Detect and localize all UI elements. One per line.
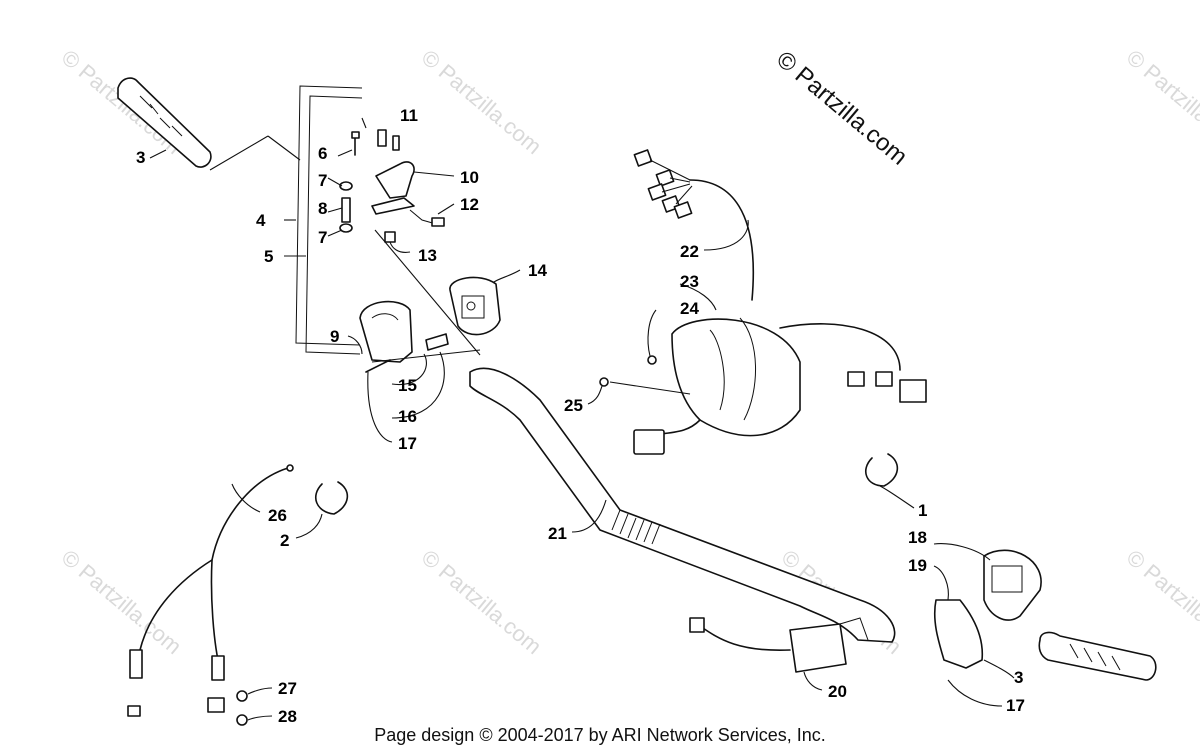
callout-2: 2 <box>280 531 289 550</box>
handlebar <box>469 367 896 643</box>
left-grip <box>117 77 301 171</box>
throttle-assembly <box>339 129 445 243</box>
callout-9: 9 <box>330 327 339 346</box>
callout-17: 17 <box>1006 696 1025 715</box>
callout-12: 12 <box>460 195 479 214</box>
callout-10: 10 <box>460 168 479 187</box>
brand-text: © Partzilla.com <box>771 46 912 171</box>
wiring-harness <box>633 149 754 301</box>
callout-28: 28 <box>278 707 297 726</box>
callout-3: 3 <box>136 148 145 167</box>
throttle-cable <box>127 464 294 726</box>
callout-23: 23 <box>680 272 699 291</box>
callout-8: 8 <box>318 199 327 218</box>
callout-13: 13 <box>418 246 437 265</box>
callout-16: 16 <box>398 407 417 426</box>
callout-11: 11 <box>400 106 418 125</box>
callout-3: 3 <box>1014 668 1023 687</box>
right-switch <box>933 549 1042 669</box>
callout-1: 1 <box>918 501 927 520</box>
watermark: © Partzilla.com <box>417 45 547 159</box>
watermark: © Partzilla.com <box>57 545 187 659</box>
heater-pad <box>689 617 869 673</box>
callout-26: 26 <box>268 506 287 525</box>
callout-20: 20 <box>828 682 847 701</box>
watermark: © Partzilla.com <box>1122 545 1200 659</box>
callout-14: 14 <box>528 261 547 280</box>
bracket-lines <box>295 85 363 355</box>
leader-lines <box>149 117 1015 721</box>
callout-6: 6 <box>318 144 327 163</box>
callout-19: 19 <box>908 556 927 575</box>
callouts: 1 2 3 3 4 5 6 7 7 8 9 10 11 12 13 14 15 … <box>136 106 1025 726</box>
watermark: © Partzilla.com <box>417 545 547 659</box>
callout-7: 7 <box>318 228 327 247</box>
callout-22: 22 <box>680 242 699 261</box>
callout-18: 18 <box>908 528 927 547</box>
right-grip <box>1038 631 1157 681</box>
callout-24: 24 <box>680 299 699 318</box>
callout-17: 17 <box>398 434 417 453</box>
callout-7: 7 <box>318 171 327 190</box>
callout-4: 4 <box>256 211 266 230</box>
callout-27: 27 <box>278 679 297 698</box>
handlebar-cover <box>599 317 927 455</box>
throttle-housing <box>359 300 481 373</box>
watermark: © Partzilla.com <box>1122 45 1200 159</box>
callout-15: 15 <box>398 376 417 395</box>
footer-copyright: Page design © 2004-2017 by ARI Network S… <box>374 725 826 745</box>
clip-2 <box>314 481 349 515</box>
callout-5: 5 <box>264 247 273 266</box>
switch-14 <box>449 276 501 336</box>
callout-21: 21 <box>548 524 567 543</box>
clip-1 <box>864 453 899 487</box>
callout-25: 25 <box>564 396 583 415</box>
